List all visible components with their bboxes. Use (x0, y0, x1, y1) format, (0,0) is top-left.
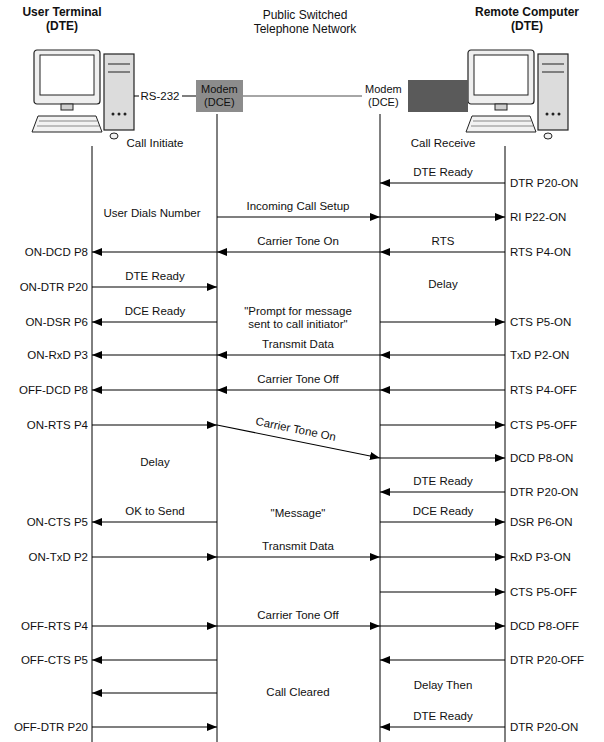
pin-label: TxD P2-ON (510, 349, 569, 362)
heading-label: Public Switched Telephone Network (248, 8, 362, 36)
modem-block: Modem (DCE) (362, 80, 468, 112)
signal-arrow (217, 251, 380, 252)
signal-arrow (380, 182, 505, 183)
pin-label: ON-RxD P3 (27, 349, 88, 362)
signal-arrow (92, 521, 217, 522)
signal-arrow (380, 457, 505, 458)
signal-arrow (380, 591, 505, 592)
signal-label: Carrier Tone Off (257, 609, 338, 622)
pin-label: DSR P6-ON (510, 516, 573, 529)
pin-label: DTR P20-ON (510, 721, 578, 734)
signal-arrow (380, 659, 505, 660)
signal-label: Carrier Tone Off (257, 373, 338, 386)
pin-label: CTS P5-OFF (510, 586, 577, 599)
signal-label: Delay (428, 278, 457, 291)
heading-label: Remote Computer (DTE) (471, 5, 583, 33)
heading-label: User Terminal (DTE) (16, 5, 108, 33)
signal-arrow (217, 556, 380, 557)
pin-label: DTR P20-ON (510, 486, 578, 499)
signal-label: DTE Ready (125, 270, 184, 283)
modem-label: Modem (DCE) (365, 83, 402, 109)
signal-label: Transmit Data (262, 540, 334, 553)
pin-label: CTS P5-OFF (510, 419, 577, 432)
pin-label: ON-DTR P20 (20, 281, 88, 294)
signal-arrow (380, 321, 505, 322)
pin-label: OFF-CTS P5 (21, 654, 88, 667)
signal-arrow (92, 251, 217, 252)
signal-arrow (217, 216, 380, 217)
signal-arrow (92, 424, 217, 425)
signal-label: Delay Then (414, 679, 473, 692)
signal-arrow (380, 556, 505, 557)
pin-label: ON-DCD P8 (25, 246, 88, 259)
phone-line (243, 95, 362, 97)
signal-label: Carrier Tone On (257, 235, 339, 248)
signal-label: "Message" (271, 507, 326, 520)
pin-label: ON-CTS P5 (27, 516, 88, 529)
signal-label: Call Initiate (127, 137, 184, 150)
signal-arrow (217, 354, 380, 355)
user-terminal-icon (32, 50, 134, 139)
pin-label: RTS P4-OFF (510, 384, 577, 397)
signal-arrow (92, 556, 217, 557)
signal-label: Delay (140, 456, 169, 469)
signal-label: Call Cleared (266, 686, 329, 699)
modem-body (408, 80, 468, 112)
signal-arrow (92, 726, 217, 727)
pin-label: DTR P20-OFF (510, 654, 584, 667)
signal-arrow (380, 726, 505, 727)
modem-box: Modem (DCE) (196, 80, 243, 112)
signal-label: User Dials Number (103, 207, 200, 220)
signal-label: DTE Ready (413, 710, 472, 723)
pin-label: OFF-DCD P8 (19, 384, 88, 397)
signal-arrow (380, 251, 505, 252)
signal-label: OK to Send (125, 505, 184, 518)
signal-arrow (380, 625, 505, 626)
signal-arrow (217, 389, 380, 390)
signal-arrow (380, 424, 505, 425)
signal-label: Carrier Tone On (255, 415, 338, 444)
pin-label: DTR P20-ON (510, 177, 578, 190)
pin-label: RI P22-ON (510, 211, 566, 224)
pin-label: ON-RTS P4 (27, 419, 88, 432)
signal-label: DCE Ready (125, 305, 186, 318)
pin-label: RxD P3-ON (510, 551, 571, 564)
signal-arrow (92, 659, 217, 660)
signal-arrow (92, 321, 217, 322)
pin-label: DCD P8-OFF (510, 620, 579, 633)
signal-arrow (92, 389, 217, 390)
signal-arrow (380, 389, 505, 390)
pin-label: OFF-DTR P20 (14, 721, 88, 734)
pin-label: ON-TxD P2 (29, 551, 88, 564)
pin-label: RTS P4-ON (510, 246, 571, 259)
signal-arrow (380, 491, 505, 492)
signal-label: DTE Ready (413, 166, 472, 179)
signal-label: RTS (432, 235, 455, 248)
lifeline (505, 146, 506, 742)
signal-label: Transmit Data (262, 338, 334, 351)
remote-computer-icon (466, 50, 568, 139)
signal-label: Call Receive (411, 137, 476, 150)
pin-label: ON-DSR P6 (25, 316, 88, 329)
lifeline (380, 114, 381, 742)
pin-label: OFF-RTS P4 (21, 620, 88, 633)
signal-arrow (380, 354, 505, 355)
signal-arrow (92, 286, 217, 287)
signal-arrow (380, 521, 505, 522)
pin-label: CTS P5-ON (510, 316, 571, 329)
signal-arrow (380, 216, 505, 217)
signal-arrow (217, 625, 380, 626)
signal-arrow (92, 692, 217, 693)
interface-label: RS-232 (139, 90, 182, 103)
signal-arrow (92, 354, 217, 355)
signal-arrow (92, 625, 217, 626)
pin-label: DCD P8-ON (510, 452, 573, 465)
signal-label: Incoming Call Setup (247, 200, 350, 213)
lifeline (217, 114, 218, 742)
lifeline (92, 146, 93, 742)
modem-label: Modem (DCE) (201, 83, 238, 109)
signal-label: DTE Ready (413, 475, 472, 488)
signal-label: "Prompt for message sent to call initiat… (239, 305, 357, 331)
signal-label: DCE Ready (413, 505, 474, 518)
